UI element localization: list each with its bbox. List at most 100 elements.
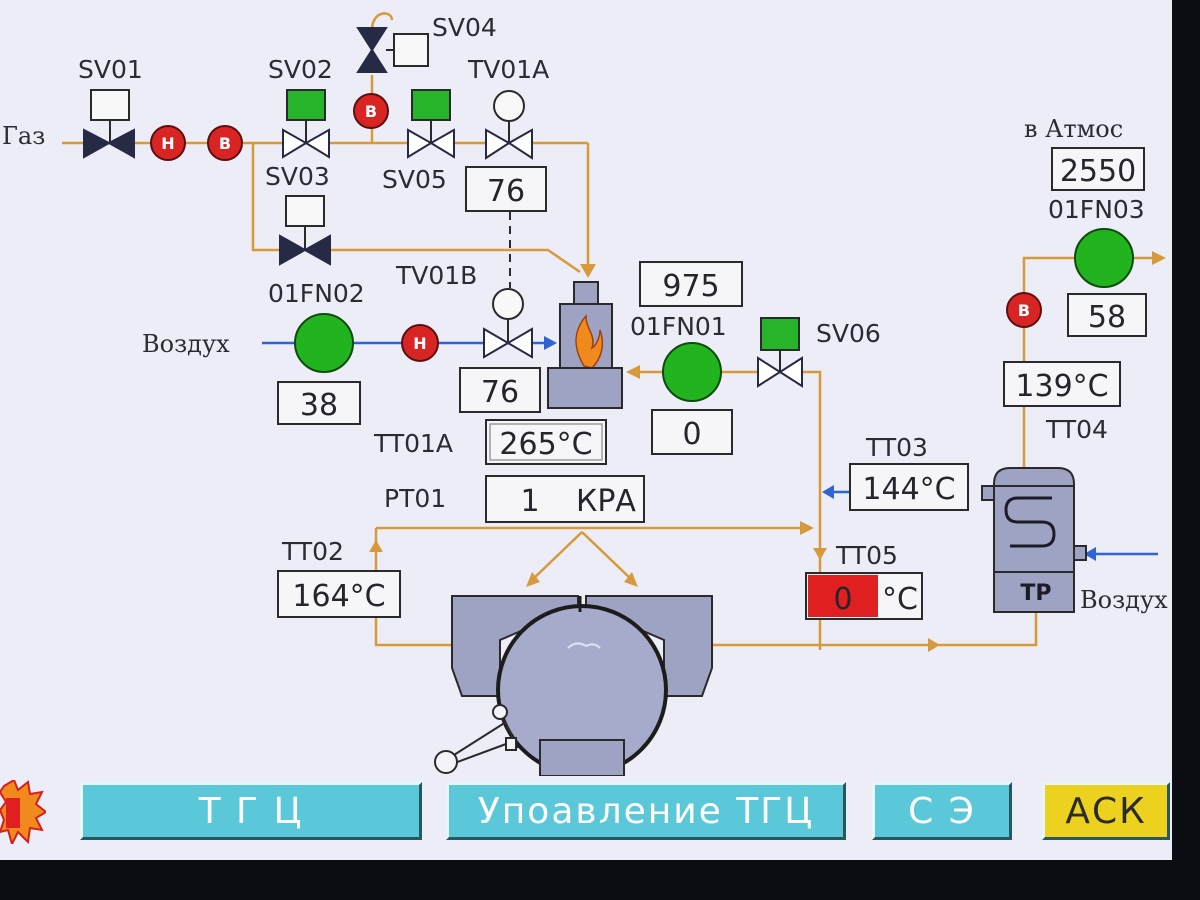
fn01-value-box	[651, 409, 733, 455]
alarm-icon[interactable]	[0, 780, 46, 844]
sv01-valve[interactable]	[83, 128, 135, 159]
atmosphere-value-box	[1051, 147, 1145, 191]
sv04-pressure-indicator: В	[353, 93, 389, 129]
sv04-loop	[370, 12, 394, 31]
air-source-left-label: Воздух	[142, 330, 230, 358]
exhaust-pressure-indicator: В	[1006, 292, 1042, 328]
tv01b-label: TV01B	[395, 261, 477, 290]
gas-bypass-pipe	[251, 143, 581, 274]
tv01a-actuator[interactable]	[493, 90, 525, 122]
gas-high-pressure-indicator: В	[207, 125, 243, 161]
tt04-label: TT04	[1045, 415, 1108, 444]
tt01a-value-box	[485, 419, 607, 465]
fn01-value: 0	[682, 417, 701, 452]
tt02-value-box	[277, 570, 401, 618]
sv02-actuator[interactable]	[286, 89, 326, 121]
sv02-valve[interactable]	[282, 128, 330, 159]
tt05-value: 0	[833, 582, 852, 617]
sv05-label: SV05	[382, 165, 447, 194]
fn02-value-box	[277, 381, 361, 425]
air-flow-arrow	[544, 336, 557, 350]
outlet-pipe	[712, 598, 1038, 647]
se-button[interactable]: С Э	[872, 782, 1012, 840]
diag-right	[581, 531, 633, 581]
fn02-fan-icon[interactable]	[294, 313, 354, 373]
fn03-fan-icon[interactable]	[1074, 228, 1134, 288]
fn03-label: 01FN03	[1048, 195, 1145, 224]
tv01a-value: 76	[487, 174, 525, 209]
hmi-screen: SV01 SV02 SV03 SV04 SV05 TV01A 76	[0, 0, 1172, 860]
tt04-value-box	[1003, 361, 1121, 407]
tv01a-value-box	[465, 166, 547, 212]
gas-source-label: Газ	[2, 122, 45, 150]
burner-value: 975	[662, 269, 719, 304]
tv01b-value: 76	[481, 375, 519, 410]
svg-text:ТР: ТР	[1020, 581, 1051, 606]
tv01b-value-box	[459, 367, 541, 413]
svg-text:В: В	[219, 134, 231, 153]
tgc-button[interactable]: Т Г Ц	[80, 782, 422, 840]
pt01-value: 1	[520, 484, 539, 519]
heat-exchanger[interactable]: ТР	[981, 467, 1087, 613]
svg-text:Н: Н	[413, 334, 426, 353]
sv04-actuator[interactable]	[393, 33, 429, 67]
tt01a-value: 265°C	[499, 427, 592, 462]
sv02-label: SV02	[268, 55, 333, 84]
tv01a-valve[interactable]	[485, 128, 533, 160]
air-low-pressure-indicator: Н	[401, 324, 439, 362]
fn03-value-box	[1067, 293, 1147, 337]
tt02-label: TT02	[281, 537, 344, 566]
tt03-air-arrow	[822, 485, 834, 499]
outlet-arrow	[928, 638, 940, 652]
distribution-arrow	[800, 521, 814, 535]
fn03-value: 58	[1088, 300, 1126, 335]
sv03-valve[interactable]	[279, 234, 331, 266]
tt05-unit: °C	[882, 582, 918, 617]
exhaust-arrow	[1152, 251, 1166, 265]
tt05-label: TT05	[835, 541, 898, 570]
process-scheme: SV01 SV02 SV03 SV04 SV05 TV01A 76	[2, 12, 1168, 776]
sv01-actuator[interactable]	[90, 89, 130, 121]
tt02-arrow	[369, 540, 383, 552]
fn01-label: 01FN01	[630, 312, 727, 341]
gas-flow-arrow	[580, 264, 596, 278]
tt01a-label: TT01A	[373, 429, 453, 458]
svg-text:В: В	[1018, 301, 1030, 320]
burner	[547, 281, 623, 409]
burner-value-box	[639, 261, 743, 307]
tt05-alarm-cell	[808, 575, 878, 617]
tv01a-label: TV01A	[467, 55, 549, 84]
sv05-actuator[interactable]	[411, 89, 451, 121]
sv06-valve[interactable]	[757, 356, 803, 388]
svg-text:Н: Н	[161, 134, 174, 153]
sv04-valve[interactable]	[356, 27, 388, 73]
sv05-valve[interactable]	[407, 128, 455, 159]
pt01-label: PT01	[384, 484, 446, 513]
sv03-label: SV03	[265, 162, 330, 191]
sv03-actuator[interactable]	[285, 195, 325, 227]
air-source-right-label: Воздух	[1080, 586, 1168, 614]
tt03-label: TT03	[865, 433, 928, 462]
sv01-label: SV01	[78, 55, 143, 84]
fn01-fan-icon[interactable]	[662, 342, 722, 402]
pt01-unit: КРА	[576, 484, 636, 519]
pt01-value-box	[485, 475, 645, 523]
svg-text:В: В	[365, 102, 377, 121]
tt05-arrow	[813, 548, 827, 560]
tt02-value: 164°C	[292, 579, 385, 614]
flame-icon	[575, 313, 604, 369]
ack-button[interactable]: АСК	[1042, 782, 1170, 840]
sv06-actuator[interactable]	[760, 317, 800, 351]
tv01b-valve[interactable]	[483, 327, 533, 359]
tv01b-actuator[interactable]	[492, 288, 524, 320]
fn02-value: 38	[300, 388, 338, 423]
diag-left-arrow	[526, 572, 540, 587]
tt03-value: 144°C	[862, 472, 955, 507]
return-arrow	[626, 365, 640, 379]
sv04-label: SV04	[432, 13, 497, 42]
diag-left	[531, 531, 583, 581]
atmosphere-label: в Атмос	[1024, 115, 1123, 143]
tgc-control-button[interactable]: Упоавление ТГЦ	[446, 782, 846, 840]
atmosphere-value: 2550	[1060, 154, 1136, 189]
furnace-drum[interactable]	[434, 595, 713, 776]
